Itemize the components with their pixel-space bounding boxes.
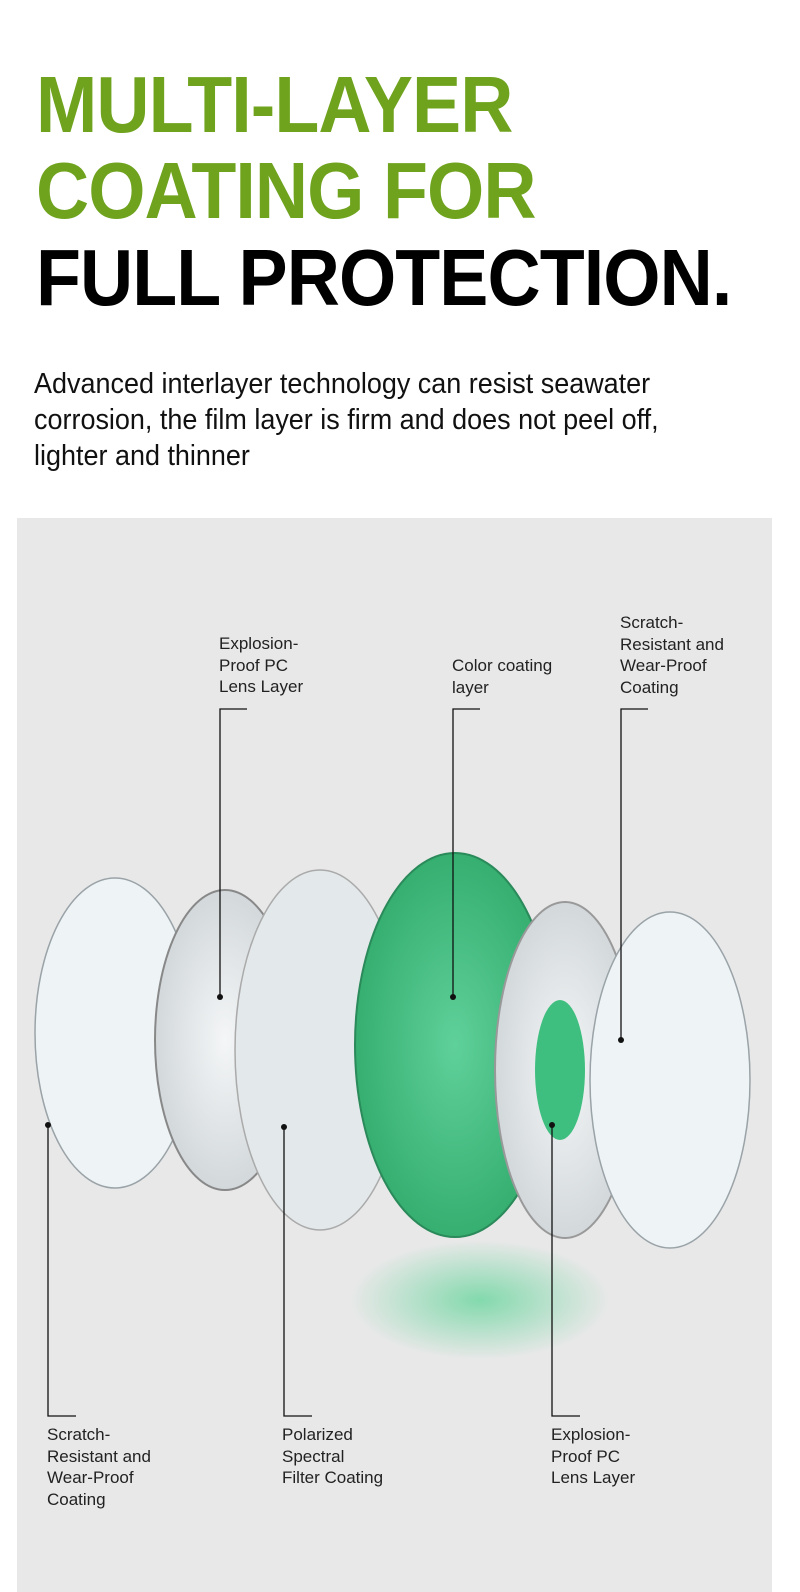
lens-layer-5-tint — [535, 1000, 585, 1140]
leader-dots — [45, 994, 624, 1130]
label-color-coating: Color coating layer — [452, 656, 553, 697]
lens-layer-6 — [589, 911, 751, 1249]
lens-illustration — [34, 708, 751, 1417]
description: Advanced interlayer technology can resis… — [34, 368, 659, 472]
heading-line-3: FULL PROTECTION. — [36, 233, 732, 322]
label-explosion-proof-top: Explosion- Proof PC Lens Layer — [219, 634, 304, 696]
label-polarized-filter: Polarized Spectral Filter Coating — [282, 1425, 384, 1487]
heading-line-2: COATING FOR — [36, 146, 537, 235]
label-scratch-resistant-top: Scratch- Resistant and Wear-Proof Coatin… — [620, 613, 724, 697]
green-shadow — [350, 1240, 610, 1360]
heading-line-1: MULTI-LAYER — [36, 60, 513, 149]
leader-lines — [47, 708, 648, 1417]
label-explosion-proof-bottom: Explosion- Proof PC Lens Layer — [551, 1425, 636, 1487]
lens-layers-diagram: Explosion- Proof PC Lens Layer Color coa… — [17, 518, 772, 1592]
label-scratch-resistant-bottom: Scratch- Resistant and Wear-Proof Coatin… — [47, 1425, 151, 1509]
